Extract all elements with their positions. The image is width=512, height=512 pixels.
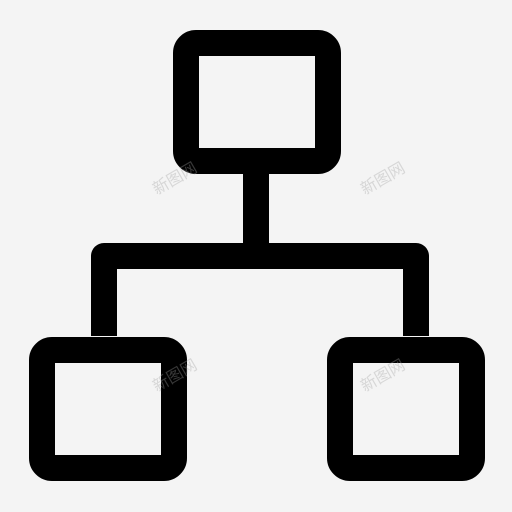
connector-branch [91,243,429,336]
bottom-left-node-box [29,337,187,481]
bottom-right-node-box [327,337,485,481]
top-node-box [173,30,341,174]
